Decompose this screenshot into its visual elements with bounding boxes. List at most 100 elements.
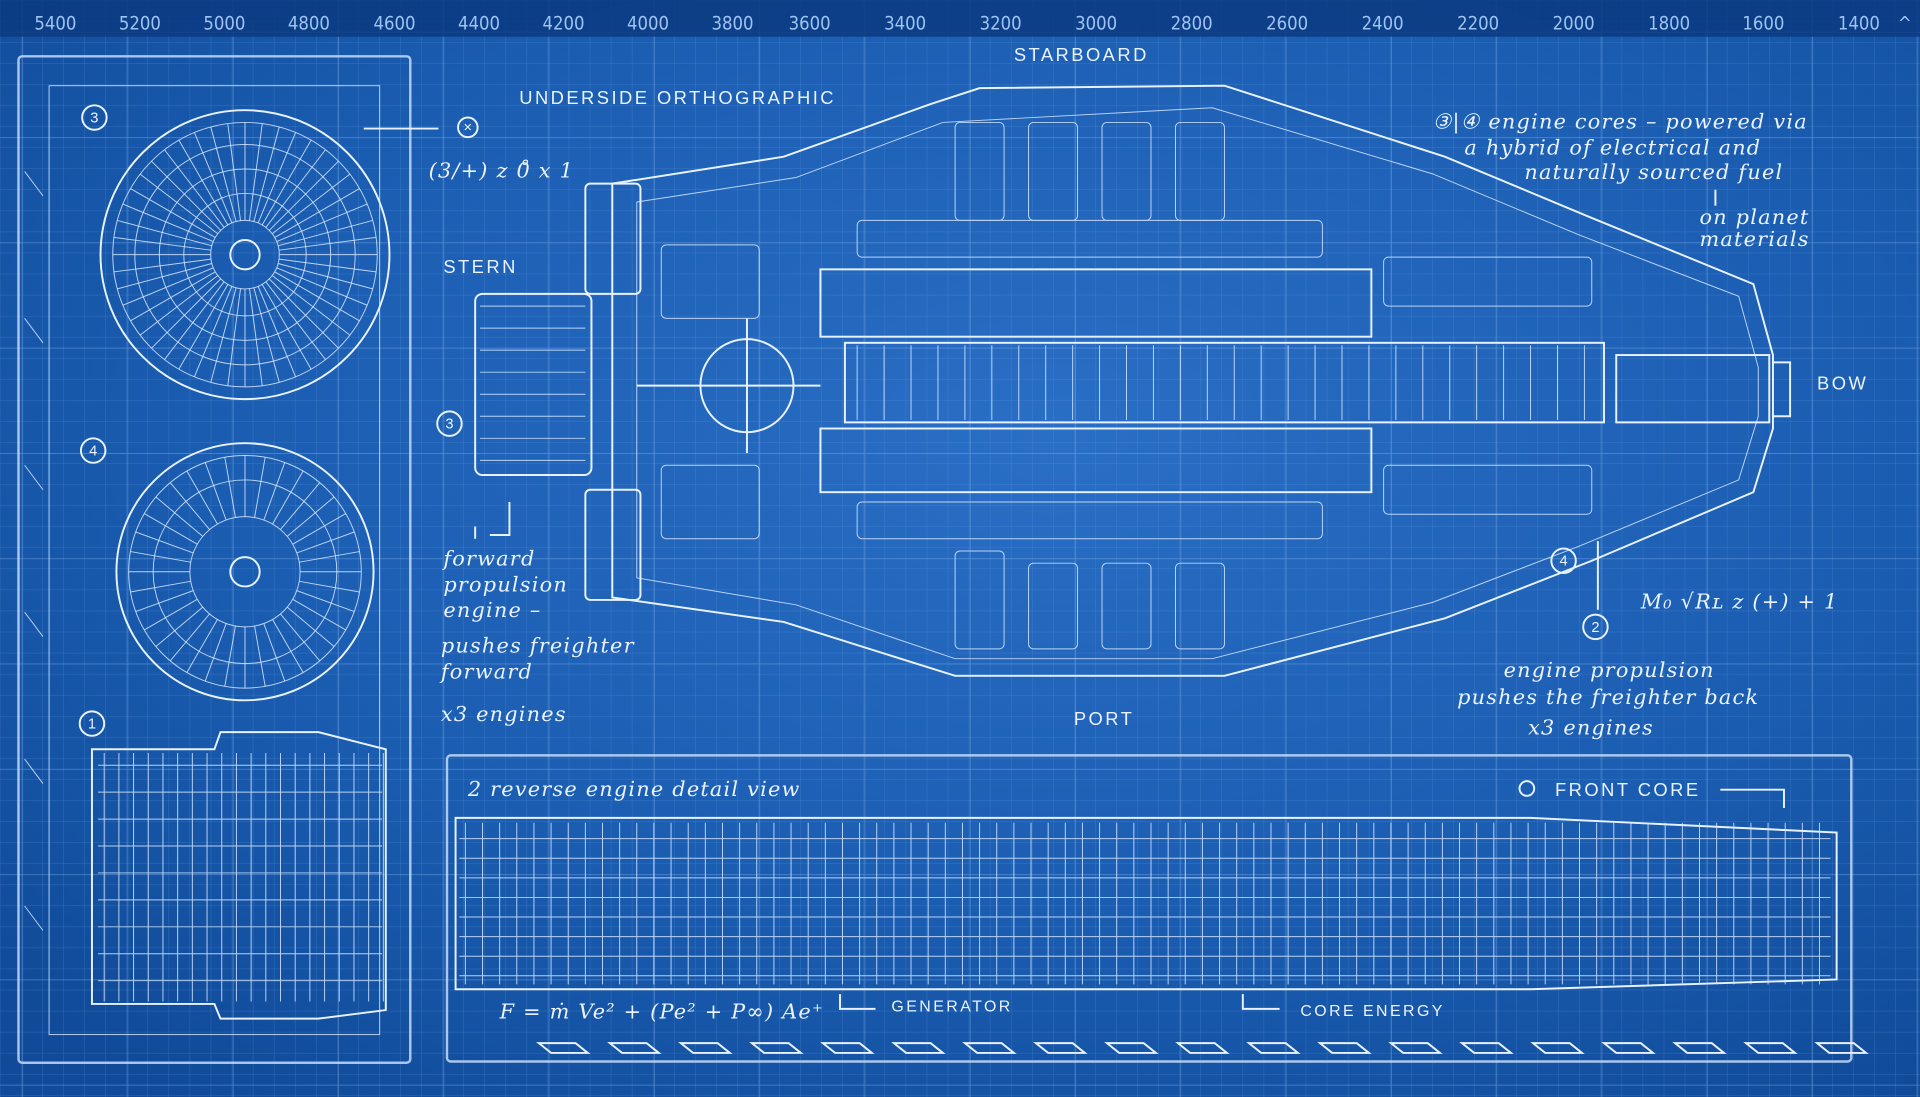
marker-4-circle <box>79 437 107 464</box>
ruler-tick: 1400 <box>1838 13 1880 34</box>
svg-text:materials: materials <box>1699 227 1809 251</box>
svg-text:forward: forward <box>439 659 533 683</box>
linework <box>130 188 216 238</box>
linework <box>292 513 346 545</box>
linework <box>271 173 351 235</box>
linework <box>268 278 339 349</box>
linework <box>278 258 377 273</box>
ruler-tick: 2600 <box>1266 13 1308 34</box>
label-core-energy: CORE ENERGY <box>1300 1003 1444 1020</box>
linework <box>210 287 237 383</box>
linework <box>186 470 218 525</box>
linework <box>122 267 214 306</box>
marker-4: 4 <box>89 443 97 459</box>
linework <box>1175 1042 1230 1054</box>
linework <box>1601 1042 1656 1054</box>
linework <box>1459 1042 1514 1054</box>
linework <box>248 288 263 386</box>
linework <box>261 284 312 370</box>
linework <box>276 203 368 242</box>
linework <box>164 149 225 228</box>
linework <box>139 275 219 336</box>
linework <box>296 590 355 613</box>
linework <box>1814 1042 1869 1054</box>
linework <box>227 123 242 221</box>
linework <box>292 598 346 631</box>
svg-text:on planet: on planet <box>1699 205 1809 229</box>
linework <box>678 1042 733 1054</box>
ruler-tick: 4000 <box>627 13 669 34</box>
label-starboard: STARBOARD <box>1014 44 1149 65</box>
linework <box>257 286 297 378</box>
linework <box>263 623 286 682</box>
linework <box>1104 1042 1159 1054</box>
ruler-tick: 3200 <box>980 13 1022 34</box>
linework <box>253 126 280 222</box>
linework <box>122 203 214 242</box>
svg-text:propulsion: propulsion <box>443 572 568 596</box>
formula-right: M₀ √Rʟ z (+) + 1 <box>1640 589 1839 613</box>
linework <box>1530 1042 1585 1054</box>
linework <box>144 513 198 545</box>
note-forward-engine: forward propulsion engine – pushes freig… <box>439 547 635 726</box>
linework <box>193 286 233 378</box>
linework <box>749 1042 804 1054</box>
linework <box>113 236 212 251</box>
note-engine-cores: ③|④ engine cores – powered via a hybrid … <box>1433 110 1809 252</box>
ruler-tick: 2400 <box>1362 13 1404 34</box>
linework <box>193 132 233 224</box>
marker-3-stern: 3 <box>445 417 453 433</box>
linework <box>178 139 229 226</box>
ruler-tick: 5400 <box>34 13 76 34</box>
linework <box>151 278 222 349</box>
linework <box>1246 1042 1301 1054</box>
linework <box>224 625 236 687</box>
linework <box>1383 464 1593 515</box>
linework <box>1101 562 1152 650</box>
linework <box>280 482 321 530</box>
marker-3-circle <box>81 104 108 131</box>
linework <box>169 613 210 662</box>
svg-text:③|④ engine cores – powered via: ③|④ engine cores – powered via <box>1433 110 1808 135</box>
label-reverse-detail: 2 reverse engine detail view <box>467 777 801 801</box>
ruler-tick: 3400 <box>884 13 926 34</box>
linework <box>271 275 351 336</box>
linework <box>144 598 198 631</box>
ruler-tick: 2000 <box>1553 13 1595 34</box>
linework <box>954 550 1005 650</box>
linework <box>151 160 222 231</box>
linework <box>263 462 286 521</box>
linework <box>1028 562 1079 650</box>
linework <box>536 1042 591 1054</box>
svg-text:engine propulsion: engine propulsion <box>1504 658 1715 682</box>
linework <box>1743 1042 1798 1054</box>
linework <box>227 288 242 386</box>
formula-top-left: (3/+) z 0̊ x 1 <box>429 159 574 183</box>
svg-text:a hybrid of electrical and: a hybrid of electrical and <box>1464 135 1761 159</box>
linework <box>277 219 373 247</box>
linework <box>248 123 263 221</box>
ruler-tick: 5000 <box>203 13 245 34</box>
note-reverse-engine: engine propulsion pushes the freighter b… <box>1457 658 1758 740</box>
linework <box>117 263 213 290</box>
linework <box>265 281 326 360</box>
ruler-arrow: ^ <box>1898 13 1912 34</box>
svg-text:engine –: engine – <box>443 598 541 622</box>
marker-x: × <box>464 120 473 136</box>
linework <box>1383 256 1593 307</box>
marker-3: 3 <box>90 110 98 126</box>
linework <box>268 160 339 231</box>
linework <box>169 482 210 530</box>
linework <box>286 496 335 537</box>
engine-detail-panel: 3 4 1 <box>17 55 412 1064</box>
linework <box>280 613 321 662</box>
linework <box>117 219 213 247</box>
ruler-tick: 2800 <box>1171 13 1213 34</box>
linework <box>660 244 760 319</box>
svg-text:pushes freighter: pushes freighter <box>441 634 635 658</box>
linework <box>261 139 312 226</box>
linework <box>257 132 297 224</box>
linework <box>1174 562 1225 650</box>
